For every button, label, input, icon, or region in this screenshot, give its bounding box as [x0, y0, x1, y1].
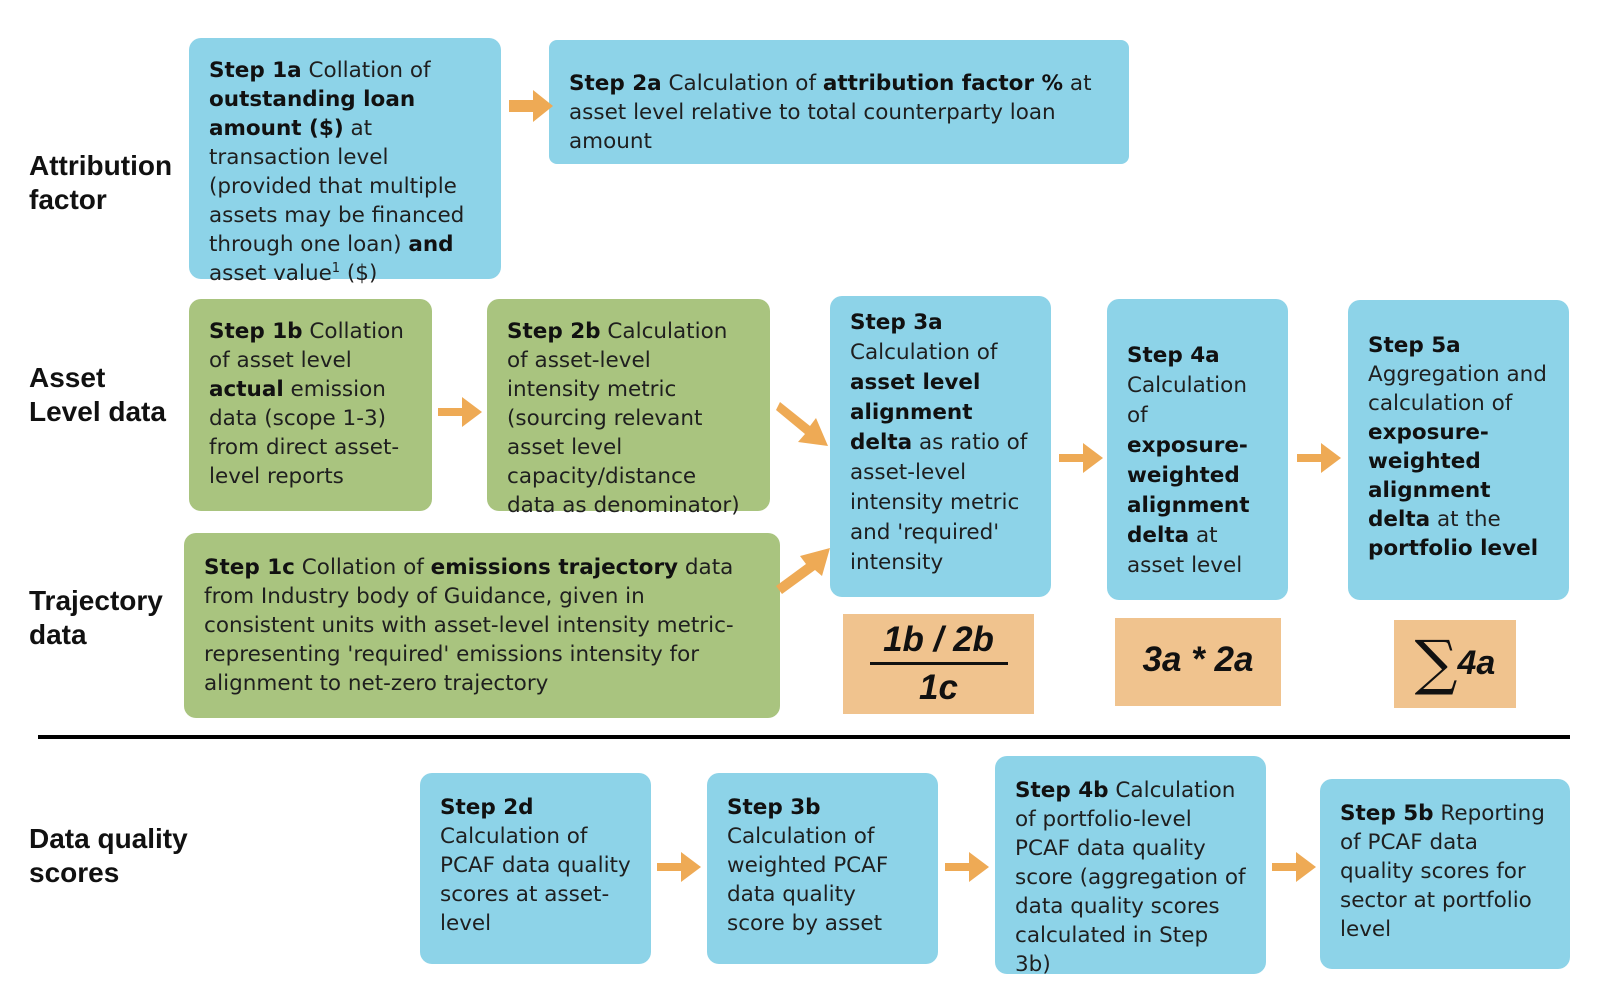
- step-label: Step 5b: [1340, 801, 1434, 826]
- step-text: data from Industry body of Guidance, giv…: [204, 555, 734, 696]
- sum-term: 4a: [1457, 644, 1496, 682]
- step-2a-box: Step 2a Calculation of attribution facto…: [549, 40, 1129, 164]
- step-3a-box: Step 3a Calculation of asset level alignm…: [830, 296, 1051, 597]
- step-label: Step 5a: [1368, 333, 1461, 358]
- arrow-diagonal-up-icon: [776, 548, 830, 594]
- step-label: Step 3b: [727, 795, 821, 820]
- arrow-diagonal-down-icon: [776, 402, 828, 446]
- step-label: Step 4b: [1015, 778, 1109, 803]
- step-text: as ratio of asset-level intensity metric…: [850, 430, 1028, 575]
- arrow-right-icon: [509, 90, 553, 122]
- formula-step-4a: 3a * 2a: [1115, 618, 1281, 706]
- formula-sum: ∑4a: [1394, 630, 1516, 696]
- row-label-attribution-factor: Attribution factor: [29, 150, 173, 215]
- step-bold-text: exposure-weighted alignment delta: [1127, 433, 1250, 548]
- step-2b-box: Step 2b Calculation of asset-level inten…: [487, 299, 770, 518]
- formula-product: 3a * 2a: [1142, 640, 1254, 679]
- step-label: Step 3a: [850, 310, 943, 335]
- step-bold-text: asset level alignment delta: [850, 370, 981, 455]
- step-label: Step 2a: [569, 71, 662, 96]
- step-text: Calculation of weighted PCAF data qualit…: [727, 824, 889, 936]
- section-divider: [38, 735, 1570, 739]
- step-3b-box: Step 3b Calculation of weighted PCAF data…: [707, 773, 938, 964]
- step-text: Reporting of PCAF data quality scores fo…: [1340, 801, 1545, 942]
- step-text: Calculation of asset-level intensity met…: [507, 319, 740, 518]
- step-5b-box: Step 5b Reporting of PCAF data quality s…: [1320, 779, 1570, 969]
- step-text: Calculation of: [1127, 373, 1247, 428]
- step-1a-box: Step 1a Collation of outstanding loan am…: [189, 38, 501, 286]
- step-text: Calculation of PCAF data quality scores …: [440, 824, 631, 936]
- step-label: Step 1a: [209, 58, 302, 83]
- row-label-data-quality-scores: Data quality scores: [29, 823, 188, 888]
- row-label-trajectory-data: Trajectory data: [29, 585, 163, 650]
- arrow-right-icon: [1297, 443, 1341, 473]
- step-text: at the: [1430, 507, 1501, 532]
- step-text: Calculation of portfolio-level PCAF data…: [1015, 778, 1246, 977]
- row-label-asset-level-data: Asset Level data: [29, 362, 166, 427]
- arrow-right-icon: [1059, 443, 1103, 473]
- step-1b-box: Step 1b Collation of asset level actual …: [189, 299, 432, 511]
- step-4a-box: Step 4a Calculation of exposure-weighted …: [1107, 299, 1288, 600]
- step-text: Collation of: [301, 58, 431, 83]
- step-bold-text: actual: [209, 377, 284, 402]
- step-text: at asset level relative to total counter…: [569, 71, 1092, 154]
- step-bold-text: outstanding loan amount ($): [209, 87, 416, 141]
- footnote-marker: 1: [331, 260, 341, 276]
- arrow-right-icon: [1272, 852, 1316, 882]
- arrow-right-icon: [657, 852, 701, 882]
- step-text: Calculation of: [661, 71, 823, 96]
- step-bold-text: exposure-weighted alignment delta: [1368, 420, 1491, 532]
- sigma-symbol: ∑: [1414, 628, 1458, 698]
- step-1c-box: Step 1c Collation of emissions trajector…: [184, 533, 780, 718]
- step-text: Calculation of: [850, 340, 998, 365]
- fraction-bar: [870, 662, 1008, 665]
- formula-step-3a: 1b / 2b 1c: [843, 614, 1034, 714]
- step-text: at asset level: [1127, 523, 1243, 578]
- step-text: Aggregation and calculation of: [1368, 362, 1547, 416]
- step-label: Step 1b: [209, 319, 303, 344]
- step-bold-text: and: [408, 232, 454, 257]
- step-text: emission data (scope 1-3) from direct as…: [209, 377, 400, 489]
- arrow-right-icon: [945, 852, 989, 882]
- step-label: Step 4a: [1127, 343, 1220, 368]
- step-text: Collation of asset level: [209, 319, 404, 373]
- step-text: at transaction level (provided that mult…: [209, 116, 465, 257]
- arrow-right-icon: [438, 397, 482, 427]
- step-label: Step 2b: [507, 319, 601, 344]
- step-text: ($): [340, 261, 378, 286]
- formula-denominator: 1c: [919, 668, 958, 707]
- step-4b-box: Step 4b Calculation of portfolio-level P…: [995, 756, 1266, 977]
- step-bold-text: portfolio level: [1368, 536, 1539, 561]
- step-2d-box: Step 2d Calculation of PCAF data quality …: [420, 773, 651, 964]
- step-label: Step 1c: [204, 555, 295, 580]
- step-5a-box: Step 5a Aggregation and calculation of ex…: [1348, 300, 1569, 600]
- step-bold-text: attribution factor %: [822, 71, 1064, 96]
- step-text: Collation of: [294, 555, 431, 580]
- step-label: Step 2d: [440, 795, 534, 820]
- formula-numerator: 1b / 2b: [883, 620, 994, 659]
- formula-step-5a: ∑4a: [1394, 620, 1516, 708]
- step-bold-text: emissions trajectory: [430, 555, 679, 580]
- step-text: asset value: [209, 261, 332, 286]
